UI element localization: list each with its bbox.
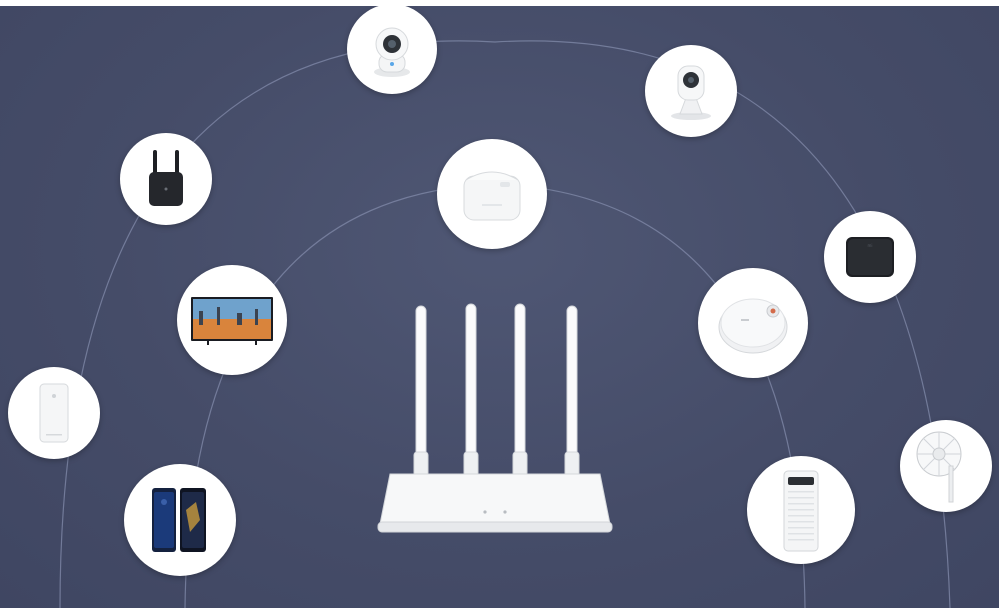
air-purifier-small-device (8, 367, 100, 459)
smartphone-device (124, 464, 236, 576)
desk-fan-device (900, 420, 992, 512)
television-icon (191, 297, 273, 345)
desk-fan-icon (916, 431, 962, 503)
smartphone-icon (152, 488, 206, 552)
air-purifier-large-device (747, 456, 855, 564)
wifi-extender-icon (149, 150, 183, 206)
security-camera-device (347, 6, 437, 94)
television-device (177, 265, 287, 375)
robot-vacuum-device (698, 268, 808, 378)
router-body (377, 473, 613, 533)
air-purifier-small-icon (39, 383, 69, 443)
webcam-icon (671, 65, 711, 120)
router-antennas (413, 303, 580, 477)
iot-devices-illustration: mi (0, 6, 999, 608)
robot-vacuum-icon (718, 298, 788, 354)
tv-box-device: mi (824, 211, 916, 303)
rice-cooker-icon (463, 171, 521, 221)
tv-box-icon: mi (846, 237, 894, 277)
svg-text:mi: mi (867, 243, 872, 248)
wifi-router-icon (377, 303, 613, 533)
rice-cooker-device (437, 139, 547, 249)
air-purifier-large-icon (783, 470, 819, 552)
webcam-device (645, 45, 737, 137)
security-camera-icon (374, 27, 410, 77)
wifi-extender-device (120, 133, 212, 225)
